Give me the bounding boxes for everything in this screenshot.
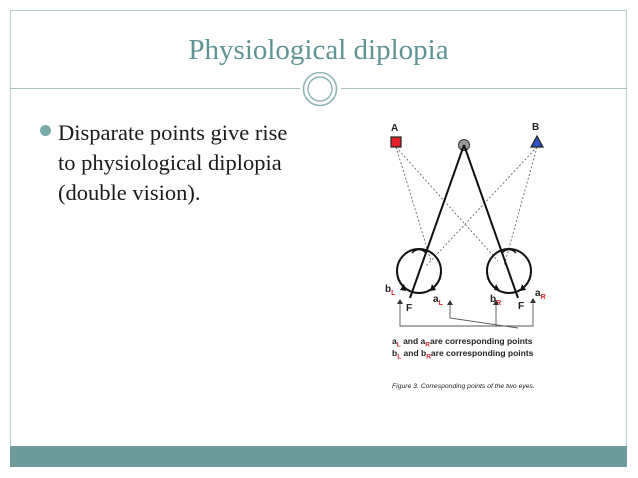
title-rule-left: [10, 88, 300, 89]
object-b-triangle: [529, 134, 545, 148]
bullet-dot-icon: [40, 125, 51, 136]
svg-text:aL: aL: [433, 294, 444, 307]
footer-bar: [10, 446, 627, 467]
legend-line-2: bL and bRare corresponding points: [392, 348, 534, 361]
svg-text:bL: bL: [385, 284, 396, 297]
object-a-square: [390, 136, 402, 148]
corresponding-points-diagram: bL aL F bR F aR A B aL and aRare corresp…: [385, 122, 546, 390]
circle-ornament-icon: [302, 71, 338, 107]
figure-caption: Figure 3. Corresponding points of the tw…: [392, 383, 535, 390]
label-b: B: [532, 122, 539, 133]
slide-title: Physiological diplopia: [188, 34, 449, 66]
svg-text:aR: aR: [535, 288, 546, 301]
svg-text:F: F: [518, 301, 524, 312]
bullet-text: Disparate points give rise to physiologi…: [58, 120, 288, 205]
svg-text:bR: bR: [490, 294, 501, 307]
svg-text:F: F: [406, 303, 412, 314]
title-rule-right: [341, 88, 627, 89]
legend-line-1: aL and aRare corresponding points: [392, 336, 533, 349]
label-a: A: [391, 123, 398, 134]
